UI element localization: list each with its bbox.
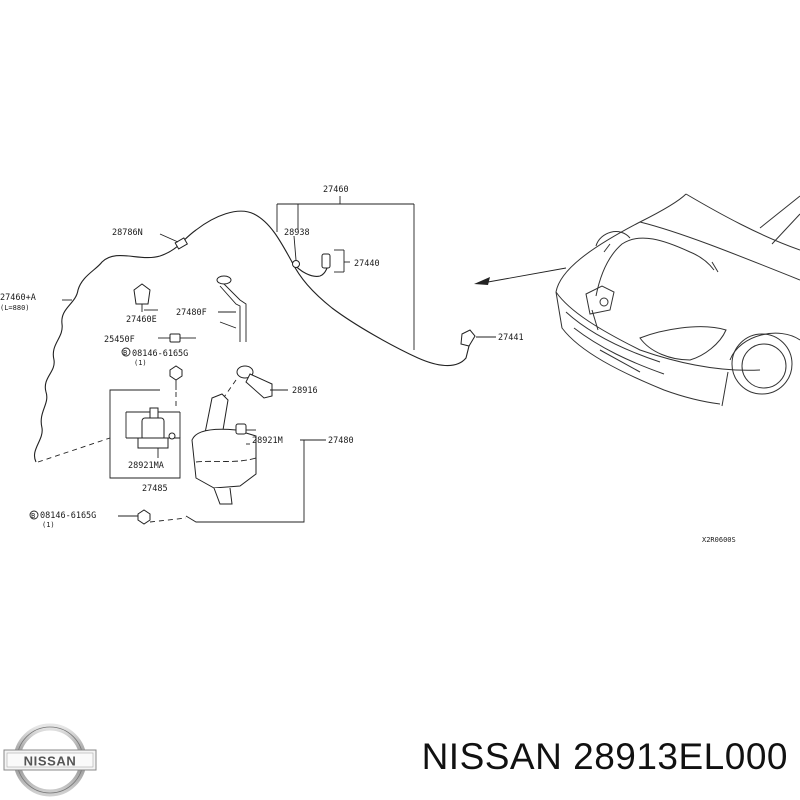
bolt-upper bbox=[121, 347, 183, 410]
bolt-lower bbox=[29, 509, 151, 525]
bracket-27460 bbox=[276, 196, 415, 350]
label-28938: 28938 bbox=[284, 228, 310, 238]
label-08146-lower-qty: (1) bbox=[42, 521, 55, 529]
part-labels: 27460 28786N 28938 27440 27460+A (L=880)… bbox=[0, 185, 736, 544]
label-28786n: 28786N bbox=[112, 228, 143, 238]
label-27485: 27485 bbox=[142, 484, 168, 494]
label-25450f: 25450F bbox=[104, 335, 135, 345]
reservoir-tank-27480 bbox=[191, 393, 257, 505]
clip-27460e bbox=[133, 283, 151, 312]
label-28921m: 28921M bbox=[252, 436, 283, 446]
washer-hose-main bbox=[34, 210, 471, 463]
nozzle-27441 bbox=[460, 329, 496, 347]
label-27460a: 27460+A bbox=[0, 293, 36, 303]
bolt-mark-lower: B bbox=[31, 512, 35, 520]
label-27460a-length: (L=880) bbox=[0, 304, 30, 312]
label-27480: 27480 bbox=[328, 436, 354, 446]
car-front-illustration bbox=[555, 193, 800, 407]
label-08146-upper-qty: (1) bbox=[134, 359, 147, 367]
label-08146-upper: 08146-6165G bbox=[132, 349, 188, 359]
leader-lines bbox=[62, 299, 236, 313]
label-27460: 27460 bbox=[323, 185, 349, 195]
label-28921ma: 28921MA bbox=[128, 461, 164, 471]
label-28916: 28916 bbox=[292, 386, 318, 396]
bracket-reservoir bbox=[37, 389, 326, 523]
label-08146-lower: 08146-6165G bbox=[40, 511, 96, 521]
filler-tube-27480f bbox=[216, 275, 247, 342]
parts-diagram: 27460 28786N 28938 27440 27460+A (L=880)… bbox=[0, 185, 800, 544]
logo-wordmark: NISSAN bbox=[24, 754, 77, 769]
sensor-25450f bbox=[158, 333, 196, 343]
label-27441: 27441 bbox=[498, 333, 524, 343]
joint-28938 bbox=[292, 235, 300, 268]
direction-arrow bbox=[474, 267, 567, 285]
nissan-logo-icon: NISSAN bbox=[3, 723, 97, 797]
reference-code: X2R0600S bbox=[702, 536, 736, 544]
label-27460e: 27460E bbox=[126, 315, 157, 325]
connector-28786n bbox=[159, 233, 189, 250]
label-27480f: 27480F bbox=[176, 308, 207, 318]
valve-27440 bbox=[321, 249, 350, 273]
label-27440: 27440 bbox=[354, 259, 380, 269]
bolt-mark-upper: B bbox=[123, 349, 127, 357]
part-number-title: NISSAN 28913EL000 bbox=[421, 736, 788, 777]
pump-28921ma bbox=[137, 407, 176, 458]
